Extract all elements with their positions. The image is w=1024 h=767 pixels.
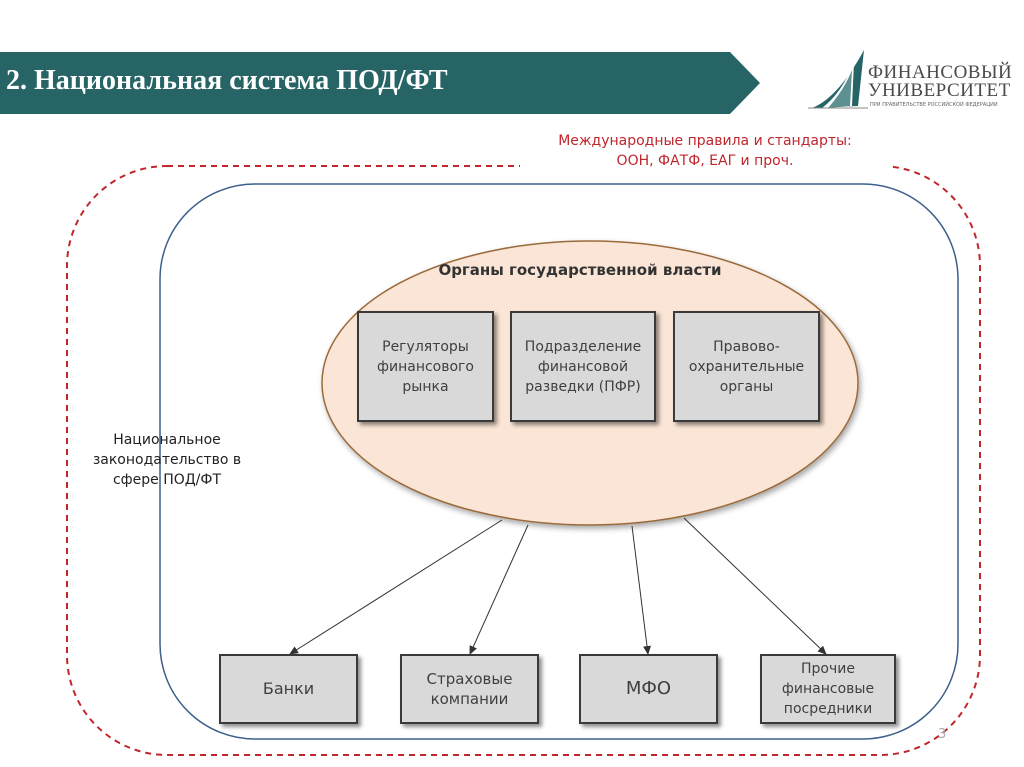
international-standards-text: Международные правила и стандарты: ООН, … (558, 133, 852, 169)
box-banks-label: Банки (262, 679, 315, 698)
box-law-enforcement: Правово-охранительные органы (673, 311, 820, 422)
title-bar (0, 52, 760, 114)
box-regulators: Регуляторы финансового рынка (357, 311, 494, 422)
box-insurance: Страховые компании (400, 654, 539, 724)
box-law-enforcement-label: Правово-охранительные органы (688, 338, 805, 395)
logo-text-line1: ФИНАНСОВЫЙ (868, 62, 1013, 83)
box-other-intermediaries: Прочие финансовые посредники (760, 654, 896, 724)
box-insurance-label: Страховые компании (426, 670, 513, 708)
arrow-to-mfo (631, 525, 651, 655)
page-number: 3 (938, 727, 947, 742)
box-regulators-label: Регуляторы финансового рынка (377, 338, 474, 395)
slide-title: 2. Национальная система ПОД/ФТ (6, 65, 448, 96)
box-banks: Банки (219, 654, 358, 724)
logo-subtitle: ПРИ ПРАВИТЕЛЬСТВЕ РОССИЙСКОЙ ФЕДЕРАЦИИ (870, 102, 998, 108)
box-mfo-label: МФО (625, 678, 672, 699)
arrow-to-insurance (469, 524, 529, 655)
box-fiu: Подразделение финансовой разведки (ПФР) (510, 311, 656, 422)
box-fiu-label: Подразделение финансовой разведки (ПФР) (524, 338, 642, 395)
arrow-to-banks (289, 519, 503, 655)
international-standards-label: Международные правила и стандарты: ООН, … (520, 131, 890, 171)
national-law-label: Национальное законодательство в сфере ПО… (92, 432, 242, 488)
box-mfo: МФО (579, 654, 718, 724)
national-system-boundary (159, 183, 959, 740)
government-title: Органы государственной власти (438, 261, 722, 279)
box-other-intermediaries-label: Прочие финансовые посредники (781, 661, 875, 717)
title-arrow-shape (0, 52, 760, 114)
logo-sails-icon (808, 50, 868, 109)
university-logo (808, 48, 1018, 112)
arrow-to-other (683, 517, 827, 655)
logo-text-line2: УНИВЕРСИТЕТ (868, 80, 1011, 101)
